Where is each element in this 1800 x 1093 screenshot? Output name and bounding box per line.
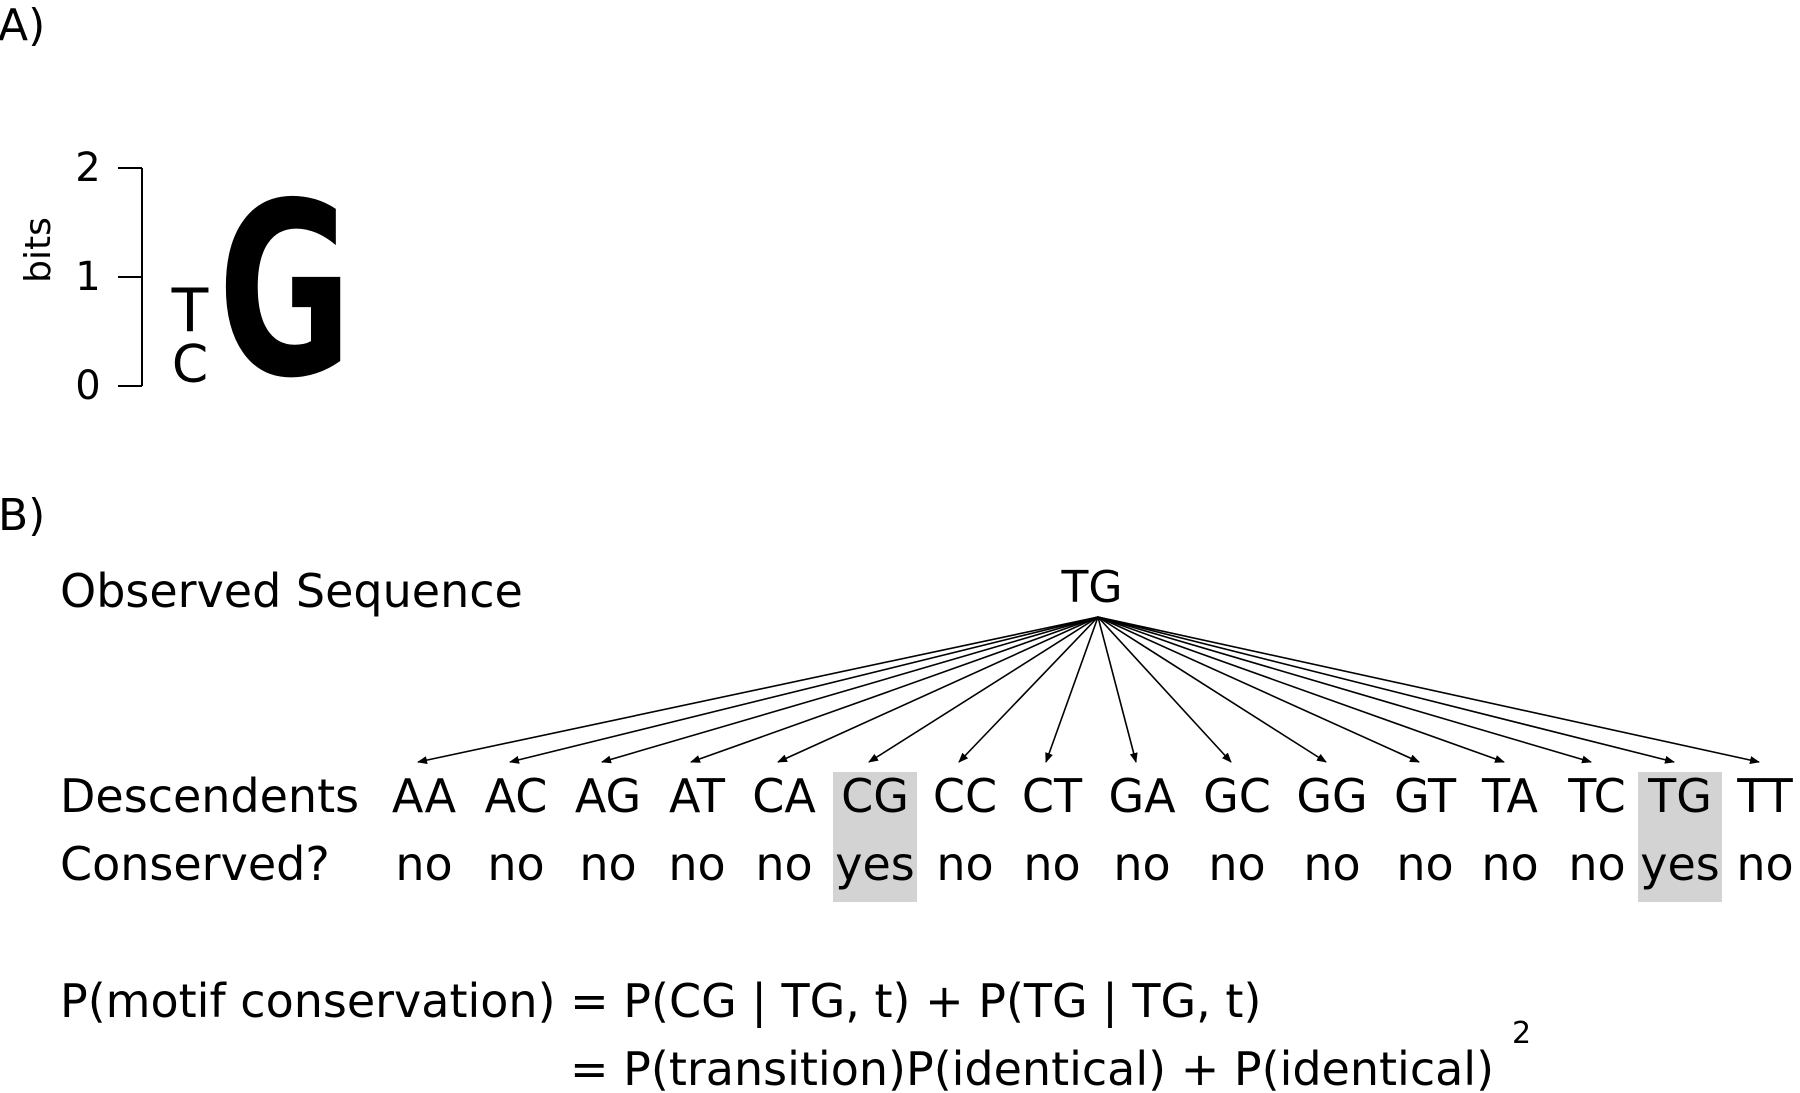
observed-sequence-label: Observed Sequence — [60, 564, 523, 618]
formula-line-1: P(motif conservation) = P(CG | TG, t) + … — [60, 974, 1261, 1029]
arrow-to-ga — [1097, 616, 1138, 763]
descendent-gg: GG — [1296, 769, 1367, 823]
arrow-to-ta — [1097, 616, 1505, 763]
descendent-tg: TG — [1647, 769, 1712, 823]
descendents-row: AA AC AG AT CA CG CC CT GA GC GG GT TA TC TG TT — [392, 769, 1794, 823]
conserved-ta: no — [1481, 837, 1538, 891]
descendent-tc: TC — [1567, 769, 1626, 823]
arrow-to-ct — [1045, 616, 1099, 763]
y-tick-label-2: 2 — [75, 145, 100, 191]
descendent-ct: CT — [1022, 769, 1083, 823]
formula-line-2: = P(transition)P(identical) + P(identica… — [570, 1042, 1494, 1093]
descendent-tt: TT — [1736, 769, 1793, 823]
descendent-cg: CG — [841, 769, 909, 823]
conserved-aa: no — [395, 837, 452, 891]
logo-letter-C: C — [172, 335, 208, 395]
conserved-ct: no — [1023, 837, 1080, 891]
conserved-at: no — [668, 837, 725, 891]
arrow-to-cc — [958, 616, 1099, 763]
descendent-gc: GC — [1203, 769, 1271, 823]
y-tick-label-1: 1 — [75, 254, 100, 300]
arrow-to-aa — [417, 616, 1099, 765]
descendent-gt: GT — [1394, 769, 1457, 823]
highlight-box-tg — [1638, 772, 1722, 902]
descendent-ac: AC — [485, 769, 548, 823]
logo-letter-G: G — [218, 152, 353, 431]
arrow-to-gc — [1097, 616, 1232, 763]
descendent-ga: GA — [1108, 769, 1176, 823]
conserved-gc: no — [1208, 837, 1265, 891]
conserved-highlights — [833, 772, 1722, 902]
observed-sequence-value: TG — [1061, 562, 1123, 613]
conserved-gt: no — [1396, 837, 1453, 891]
descendent-ca: CA — [752, 769, 816, 823]
logo-letter-T: T — [171, 276, 209, 346]
conserved-ga: no — [1113, 837, 1170, 891]
arrow-to-tt — [1097, 616, 1760, 764]
descendent-aa: AA — [392, 769, 457, 823]
descendents-label: Descendents — [60, 769, 359, 823]
conserved-cg: yes — [835, 837, 915, 891]
conserved-ac: no — [487, 837, 544, 891]
arrow-to-at — [690, 616, 1099, 763]
descendent-cc: CC — [933, 769, 997, 823]
arrow-to-gg — [1097, 616, 1327, 763]
descendent-ta: TA — [1481, 769, 1539, 823]
conserved-gg: no — [1303, 837, 1360, 891]
y-axis-label: bits — [18, 217, 59, 283]
highlight-box-cg — [833, 772, 917, 902]
arrow-to-ac — [509, 616, 1099, 764]
conserved-ag: no — [579, 837, 636, 891]
formula-exponent: 2 — [1512, 1016, 1531, 1051]
descendent-at: AT — [669, 769, 726, 823]
arrow-to-tc — [1097, 616, 1592, 764]
descendent-ag: AG — [575, 769, 641, 823]
conserved-tc: no — [1568, 837, 1625, 891]
conserved-tg: yes — [1640, 837, 1720, 891]
sequence-logo: bits 2 1 0 T C G — [18, 145, 352, 431]
arrow-to-gt — [1097, 616, 1420, 763]
panel-b-label: B) — [0, 490, 45, 541]
panel-a-label: A) — [0, 0, 45, 51]
conserved-label: Conserved? — [60, 837, 330, 891]
conserved-ca: no — [755, 837, 812, 891]
arrow-to-cg — [868, 616, 1099, 763]
mutation-arrows — [417, 616, 1760, 765]
arrow-to-tg — [1097, 616, 1675, 764]
arrow-to-ca — [777, 616, 1099, 763]
arrow-to-ag — [601, 616, 1099, 764]
conserved-cc: no — [936, 837, 993, 891]
conserved-tt: no — [1736, 837, 1793, 891]
y-tick-label-0: 0 — [75, 363, 100, 409]
